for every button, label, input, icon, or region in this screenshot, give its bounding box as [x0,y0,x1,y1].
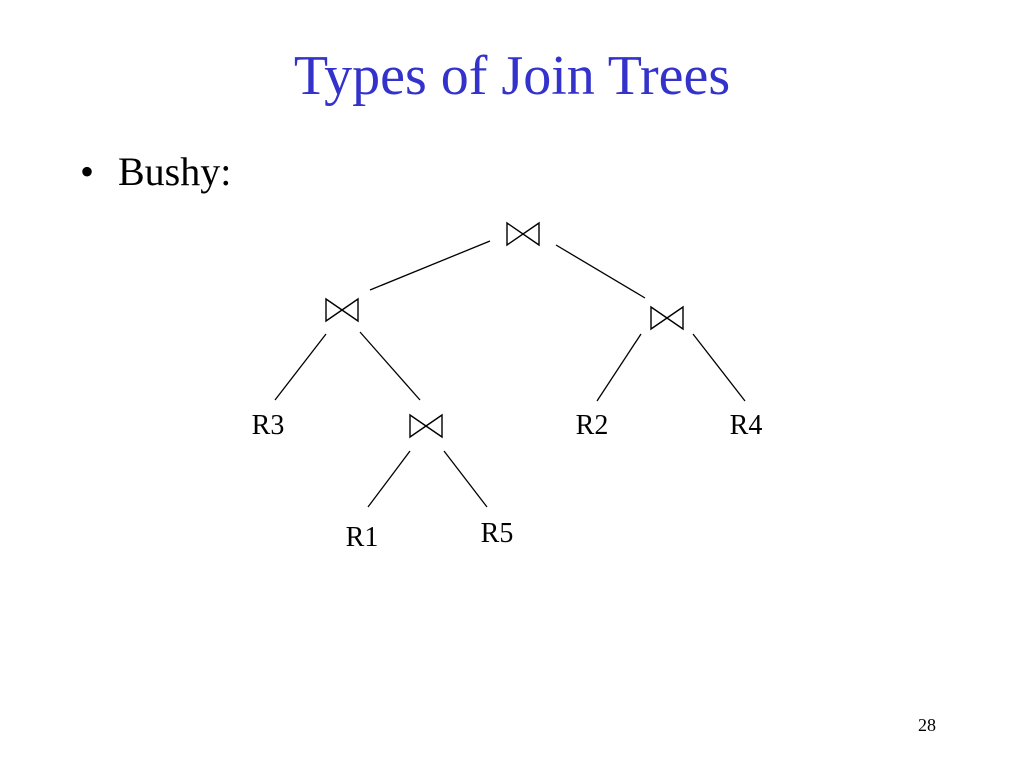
edge-inner-r5 [443,450,488,508]
edge-root-left [369,240,491,291]
slide-title: Types of Join Trees [293,45,731,107]
edge-left-inner [359,331,421,401]
edge-right-r2 [596,333,642,402]
bowtie-join-icon [650,305,684,331]
bowtie-join-icon [506,221,540,247]
edge-left-r3 [274,333,327,401]
edge-inner-r1 [367,450,411,508]
leaf-label-r3: R3 [252,410,285,441]
leaf-label-r5: R5 [481,518,514,549]
leaf-label-r2: R2 [576,410,609,441]
edge-root-right [555,244,646,299]
bowtie-join-icon [325,297,359,323]
leaf-label-r4: R4 [730,410,763,441]
bowtie-join-icon [409,413,443,439]
leaf-label-r1: R1 [346,522,379,553]
bullet-text: Bushy: [118,149,232,194]
bullet-item-bushy: • Bushy: [80,146,231,198]
edge-right-r4 [692,333,746,402]
page-number: 28 [918,715,936,735]
bullet-marker: • [80,149,95,194]
